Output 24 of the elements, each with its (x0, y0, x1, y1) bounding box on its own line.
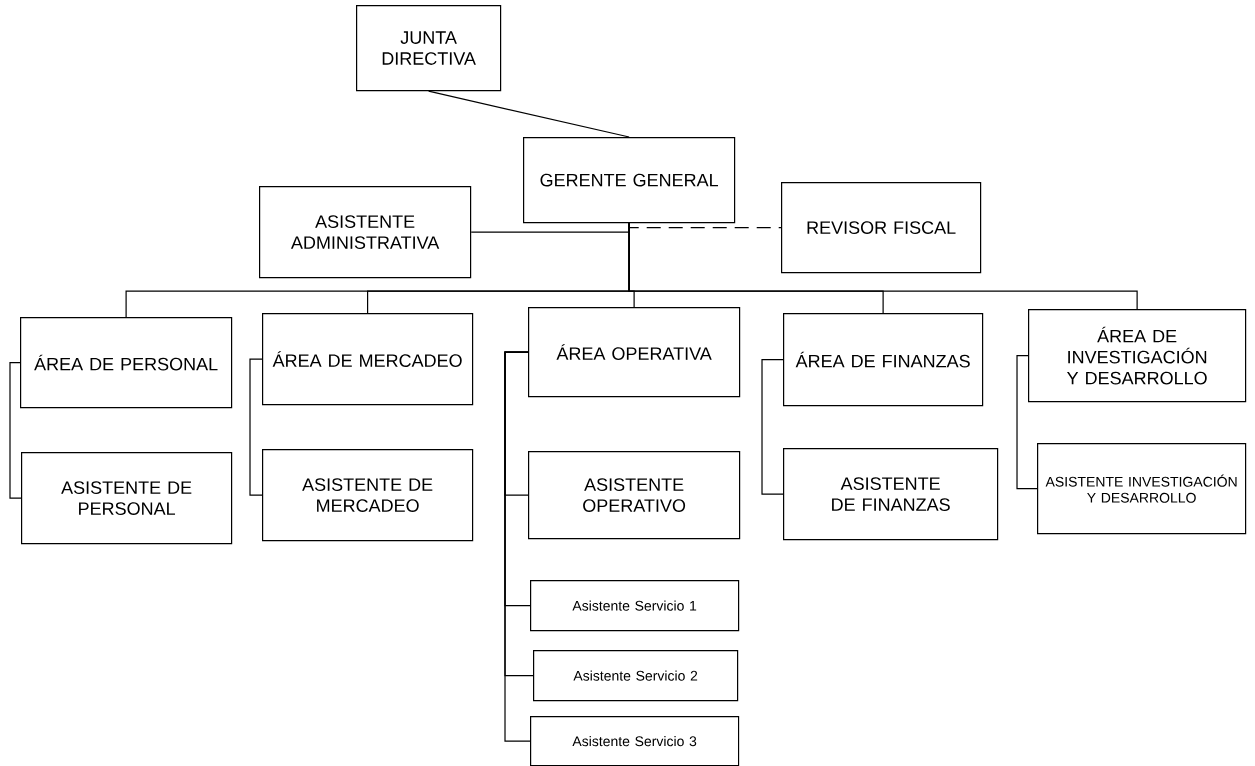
position-box: ASISTENTE DE PERSONAL (21, 452, 233, 545)
position-box: Asistente Servicio 1 (530, 580, 740, 632)
position-box: ASISTENTE ADMINISTRATIVA (259, 186, 472, 279)
position-box: ÁREA DE MERCADEO (262, 313, 474, 406)
position-box: ÁREA DE PERSONAL (20, 317, 233, 409)
position-box: ASISTENTE INVESTIGACIÓN Y DESARROLLO (1037, 443, 1247, 535)
connector-line (761, 359, 784, 495)
position-box: Asistente Servicio 2 (533, 650, 739, 702)
connector-line (628, 222, 1138, 310)
connector-line (9, 362, 22, 499)
position-box: Asistente Servicio 3 (530, 716, 740, 766)
connector-line (428, 90, 630, 138)
connector-line (249, 358, 263, 496)
position-box: ASISTENTE DE MERCADEO (262, 449, 474, 542)
connector-line (1016, 355, 1038, 490)
position-box: ÁREA DE INVESTIGACIÓN Y DESARROLLO (1028, 309, 1247, 403)
position-box: GERENTE GENERAL (523, 137, 736, 224)
position-box: ASISTENTE OPERATIVO (528, 451, 741, 540)
connector-line (504, 351, 531, 742)
position-box: JUNTA DIRECTIVA (356, 5, 502, 92)
position-box: ÁREA DE FINANZAS (783, 313, 984, 407)
position-box: REVISOR FISCAL (781, 182, 982, 274)
position-box: ASISTENTE DE FINANZAS (783, 448, 999, 541)
position-box: ÁREA OPERATIVA (528, 307, 741, 398)
